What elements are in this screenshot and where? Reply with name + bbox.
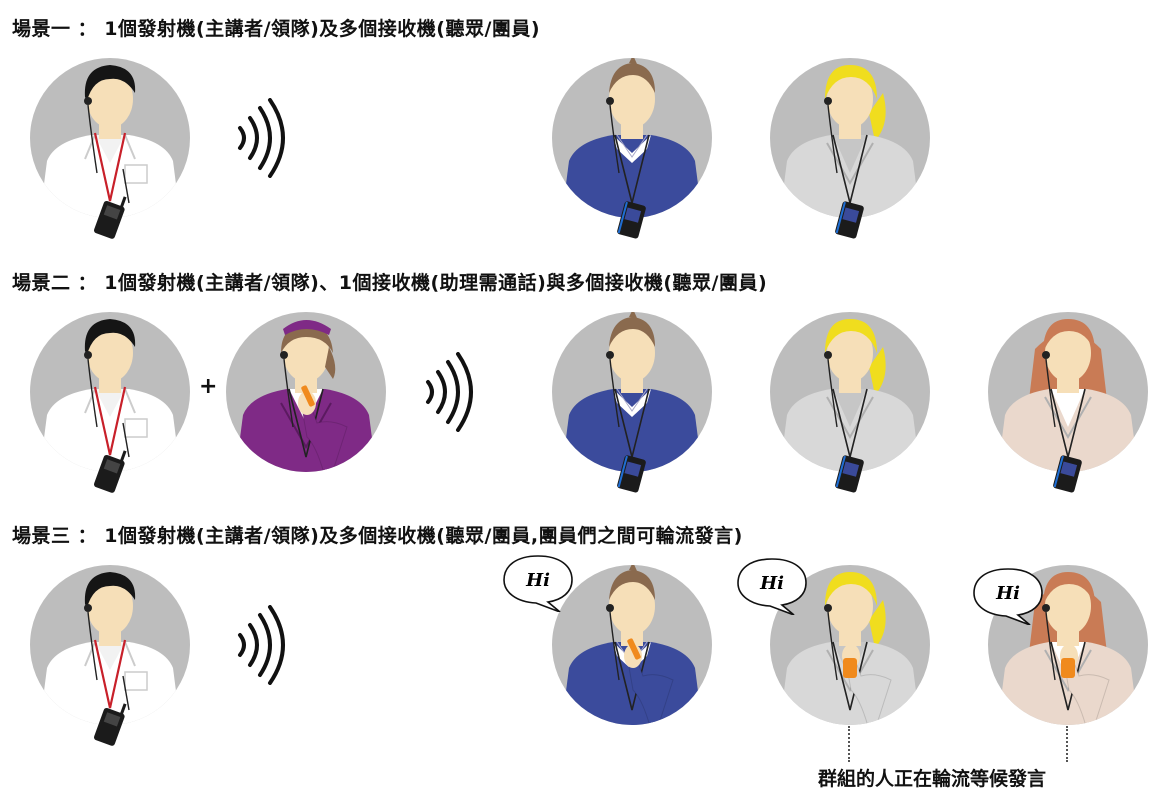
speaker-figure <box>25 307 195 477</box>
signal-waves-icon <box>232 98 292 178</box>
listener-figure <box>765 53 935 223</box>
caption-group-taking-turns: 群組的人正在輪流等候發言 <box>818 764 1046 791</box>
speech-bubble: Hi <box>970 565 1046 625</box>
speech-bubble-text: Hi <box>759 573 784 594</box>
speaker-figure <box>25 53 195 223</box>
assistant-figure <box>221 307 391 477</box>
scene-1-title: 場景一 ： 1個發射機(主講者/領隊)及多個接收機(聽眾/團員) <box>12 14 540 41</box>
speech-bubble-text: Hi <box>995 583 1020 604</box>
pointer-dotted-line <box>848 726 852 762</box>
listener-figure <box>547 307 717 477</box>
plus-sign: + <box>199 374 217 399</box>
listener-figure <box>547 53 717 223</box>
speaker-figure <box>25 560 195 730</box>
signal-waves-icon <box>232 605 292 685</box>
speech-bubble: Hi <box>734 555 810 615</box>
scene-3-title: 場景三 ： 1個發射機(主講者/領隊)及多個接收機(聽眾/團員,團員們之間可輪流… <box>12 521 743 548</box>
speech-bubble-text: Hi <box>525 570 550 591</box>
listener-figure <box>765 307 935 477</box>
signal-waves-icon <box>420 352 480 432</box>
pointer-dotted-line <box>1066 726 1070 762</box>
speech-bubble: Hi <box>500 552 576 612</box>
listener-figure <box>983 307 1153 477</box>
scene-2-title: 場景二 ： 1個發射機(主講者/領隊)、1個接收機(助理需通話)與多個接收機(聽… <box>12 268 767 295</box>
